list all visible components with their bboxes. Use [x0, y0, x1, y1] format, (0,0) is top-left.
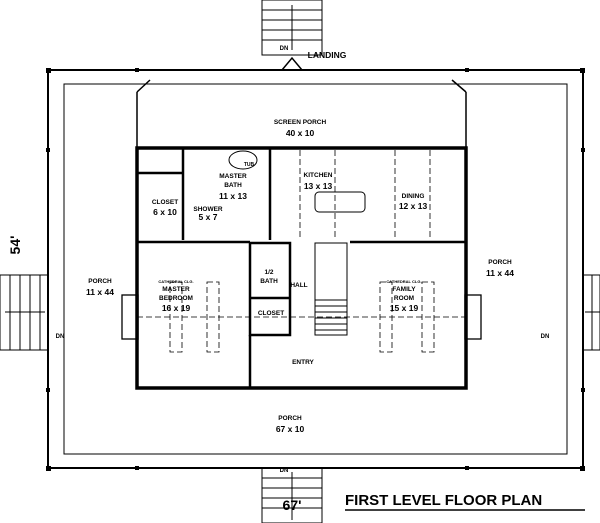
front-porch-label: PORCH — [278, 415, 302, 422]
shower-label: SHOWER — [193, 206, 223, 213]
master-bath-size: 11 x 13 — [219, 191, 247, 201]
bottom-stairs — [261, 467, 323, 523]
porch-posts — [46, 68, 585, 471]
stair-treads — [315, 299, 347, 331]
dn-right-label: DN — [541, 334, 550, 340]
left-porch-label: PORCH — [88, 278, 112, 285]
family-room-label-2: ROOM — [394, 295, 414, 302]
master-bedroom-label-1: MASTER — [162, 286, 190, 293]
master-bath-label-2: BATH — [224, 182, 242, 189]
half-bath-label-2: BATH — [260, 278, 278, 285]
kitchen-size: 13 x 13 — [304, 181, 333, 191]
screen-porch-size: 40 x 10 — [286, 128, 315, 138]
kitchen-label: KITCHEN — [304, 172, 333, 179]
dining-label: DINING — [402, 193, 425, 200]
top-stairs — [261, 0, 323, 56]
left-porch-size: 11 x 44 — [86, 287, 114, 297]
family-room-size: 15 x 19 — [390, 303, 419, 313]
master-bath-label-1: MASTER — [219, 173, 247, 180]
half-bath-label-1: 1/2 — [264, 269, 273, 276]
hall-closet-label: CLOSET — [258, 310, 284, 317]
master-closet-label: CLOSET — [152, 199, 178, 206]
dn-top-label: DN — [280, 46, 289, 52]
right-stairs — [582, 274, 600, 351]
porch-inner-line — [63, 83, 568, 455]
tub-label: TUB — [244, 162, 255, 168]
master-bedroom-label-2: BEDROOM — [159, 295, 193, 302]
master-closet-size: 6 x 10 — [153, 207, 177, 217]
screen-porch-label: SCREEN PORCH — [274, 119, 327, 126]
family-ceiling-note: CATHEDRAL CLG. — [386, 279, 421, 284]
right-porch-size: 11 x 44 — [486, 268, 514, 278]
front-porch-size: 67 x 10 — [276, 424, 305, 434]
entry-label: ENTRY — [292, 359, 314, 366]
dn-bottom-label: DN — [280, 468, 289, 474]
bedroom-ceiling-note: CATHEDRAL CLG. — [158, 279, 193, 284]
left-stairs — [0, 274, 49, 351]
dining-size: 12 x 13 — [399, 201, 428, 211]
landing-label: LANDING — [308, 50, 347, 60]
kitchen-island — [228, 150, 366, 213]
family-room-label-1: FAMILY — [392, 286, 416, 293]
fireplaces — [121, 294, 482, 340]
master-bedroom-size: 16 x 19 — [162, 303, 191, 313]
hall-label: HALL — [290, 282, 307, 289]
beam-lines — [137, 150, 466, 353]
dn-left-label: DN — [56, 334, 65, 340]
depth-dimension: 54' — [7, 236, 23, 255]
plan-title: FIRST LEVEL FLOOR PLAN — [345, 492, 542, 509]
screen-porch-walls — [136, 56, 467, 148]
house-exterior-wall — [135, 146, 468, 390]
shower-size: 5 x 7 — [199, 212, 218, 222]
right-porch-label: PORCH — [488, 259, 512, 266]
width-dimension: 67' — [283, 497, 302, 513]
interior-walls — [137, 148, 466, 388]
